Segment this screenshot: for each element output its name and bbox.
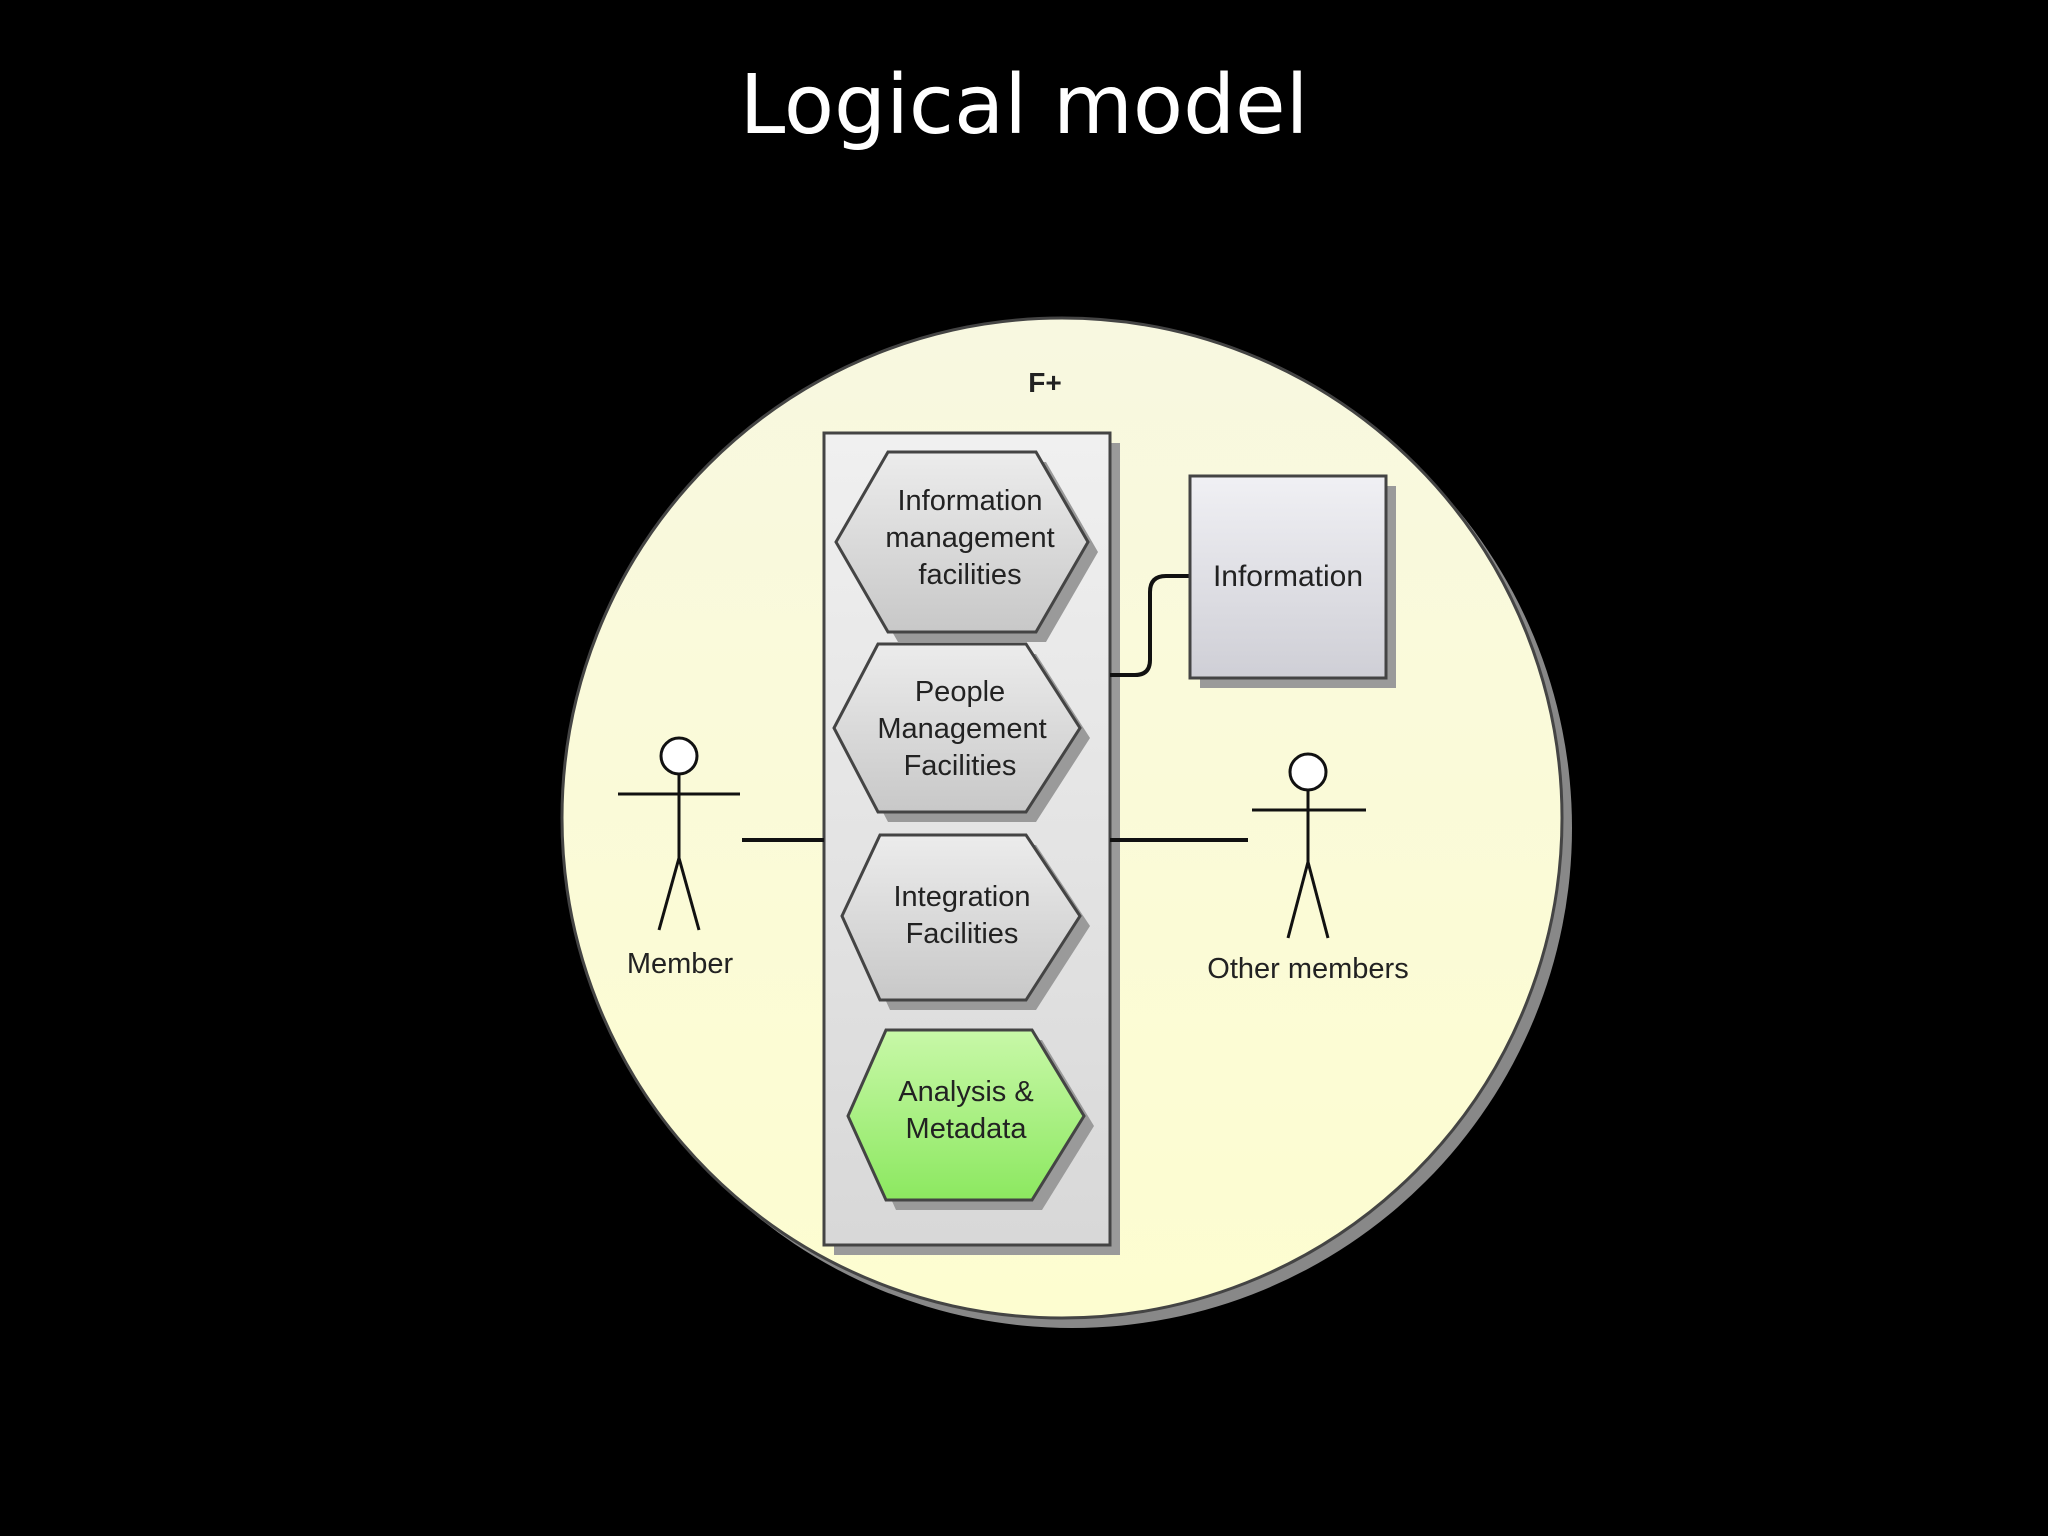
facility-information-management: Information management facilities: [834, 450, 1098, 642]
information-box-label: Information: [1213, 560, 1363, 593]
facility-people-management: People Management Facilities: [832, 642, 1090, 822]
facility-label-line: Integration: [893, 881, 1030, 913]
member-label: Member: [627, 948, 734, 980]
facility-analysis-metadata: Analysis & Metadata: [846, 1028, 1094, 1210]
information-connector: [1110, 574, 1190, 677]
system-label: F+: [1028, 367, 1061, 398]
facility-label-line: management: [885, 522, 1054, 554]
facility-label-line: People: [915, 676, 1005, 708]
slide-title: Logical model: [739, 58, 1309, 153]
facility-label-line: Management: [877, 713, 1046, 745]
facility-label-line: facilities: [918, 559, 1021, 591]
member-actor-icon: [618, 736, 740, 931]
facility-label-line: Facilities: [906, 918, 1019, 950]
facility-integration: Integration Facilities: [840, 833, 1090, 1010]
other-members-label: Other members: [1207, 953, 1408, 985]
information-box: [1188, 474, 1396, 688]
facility-label-line: Facilities: [904, 750, 1017, 782]
other-members-actor-icon: [1252, 752, 1366, 939]
facility-label-line: Metadata: [906, 1113, 1028, 1145]
facility-label-line: Analysis &: [898, 1076, 1033, 1108]
facility-label-line: Information: [897, 485, 1042, 517]
